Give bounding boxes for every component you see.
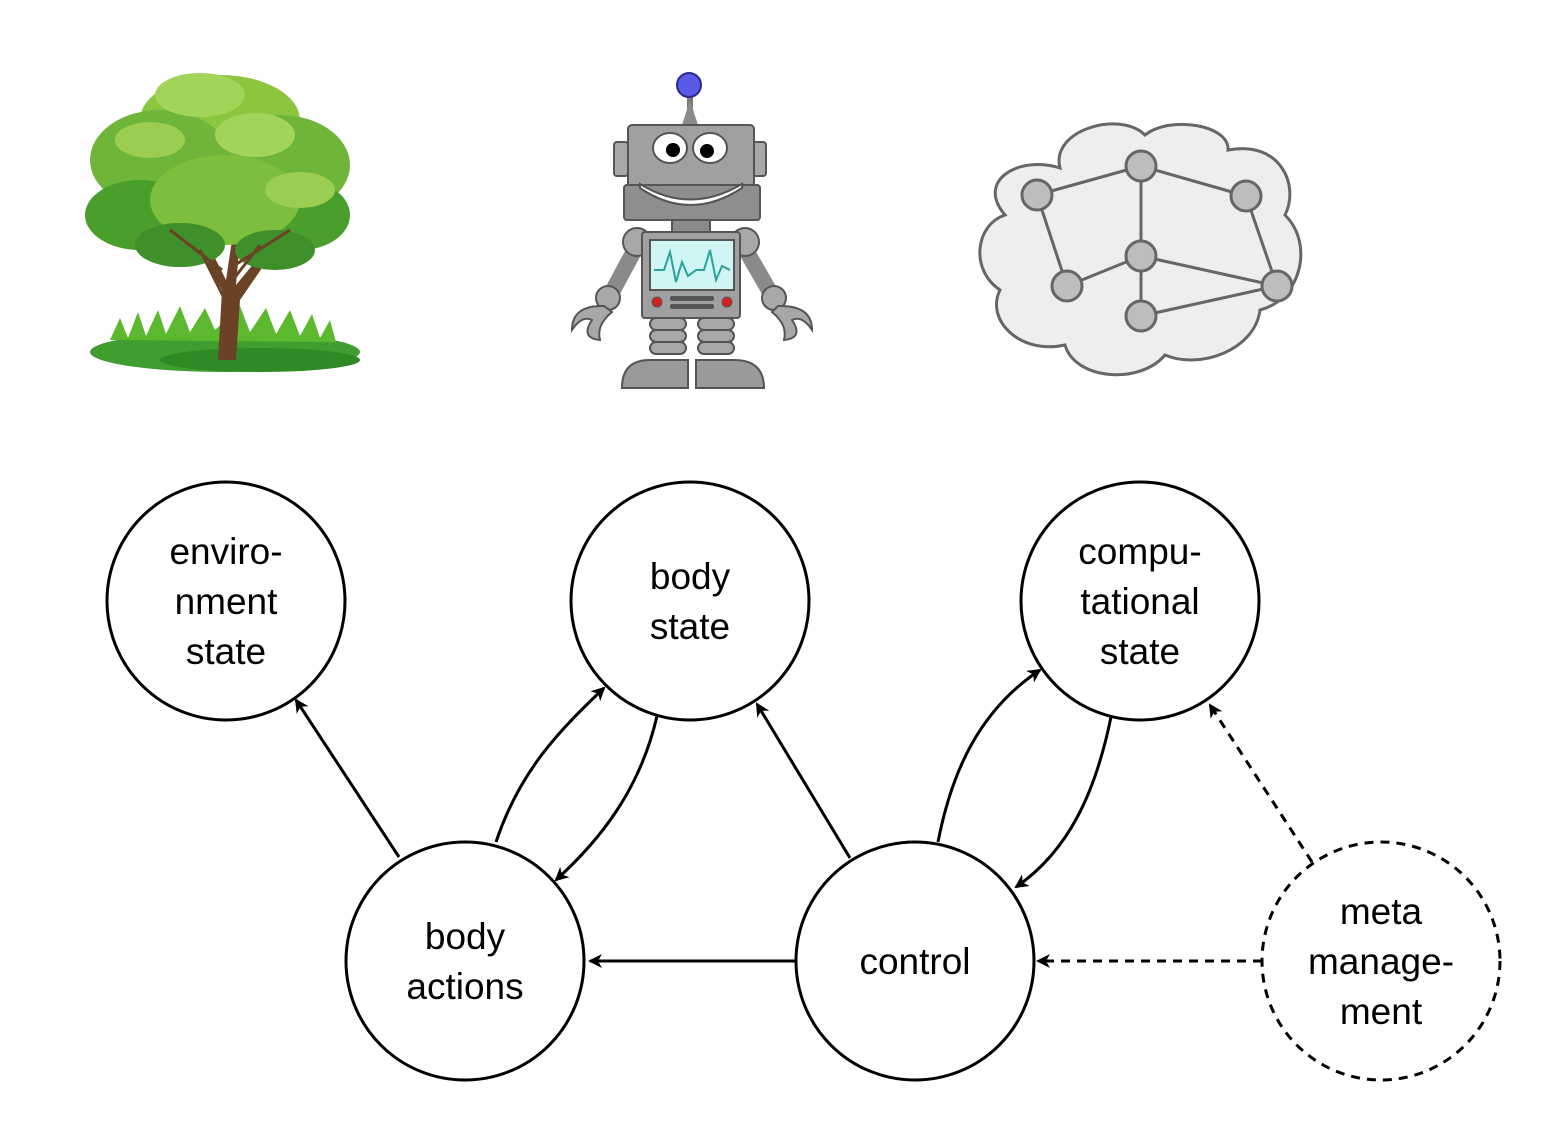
node-label-line: ment <box>1340 991 1423 1032</box>
edge-control-to-body-state <box>755 702 852 859</box>
node-body-state: body state <box>569 480 811 722</box>
node-label-line: enviro- <box>169 531 282 572</box>
node-body-actions: body actions <box>344 840 586 1082</box>
edges <box>294 668 1314 968</box>
node-control: control <box>794 840 1036 1082</box>
tree-icon <box>85 73 360 372</box>
edge-computational-to-control <box>1014 716 1113 889</box>
node-label-line: state <box>1100 631 1180 672</box>
node-label-line: body <box>425 916 506 957</box>
node-meta-management: meta manage- ment <box>1260 840 1502 1082</box>
node-computational-state: compu- tational state <box>1019 480 1261 722</box>
cloud-network-icon <box>978 122 1303 377</box>
edge-body-state-to-actions <box>554 715 659 882</box>
node-label-line: body <box>650 556 731 597</box>
node-label-line: control <box>859 941 970 982</box>
edge-control-to-computational <box>936 668 1042 843</box>
node-label-line: compu- <box>1078 531 1201 572</box>
node-label-line: tational <box>1080 581 1199 622</box>
edge-meta-to-computational <box>1208 703 1314 863</box>
edge-actions-to-environment <box>294 698 401 858</box>
node-label-line: actions <box>406 966 523 1007</box>
node-label-line: state <box>186 631 266 672</box>
node-label-line: manage- <box>1308 941 1454 982</box>
robot-icon <box>570 72 814 389</box>
edge-actions-to-body-state <box>494 686 606 843</box>
node-environment-state: enviro- nment state <box>105 480 347 722</box>
node-label-line: nment <box>175 581 279 622</box>
node-label-line: meta <box>1340 891 1423 932</box>
node-label-line: state <box>650 606 730 647</box>
